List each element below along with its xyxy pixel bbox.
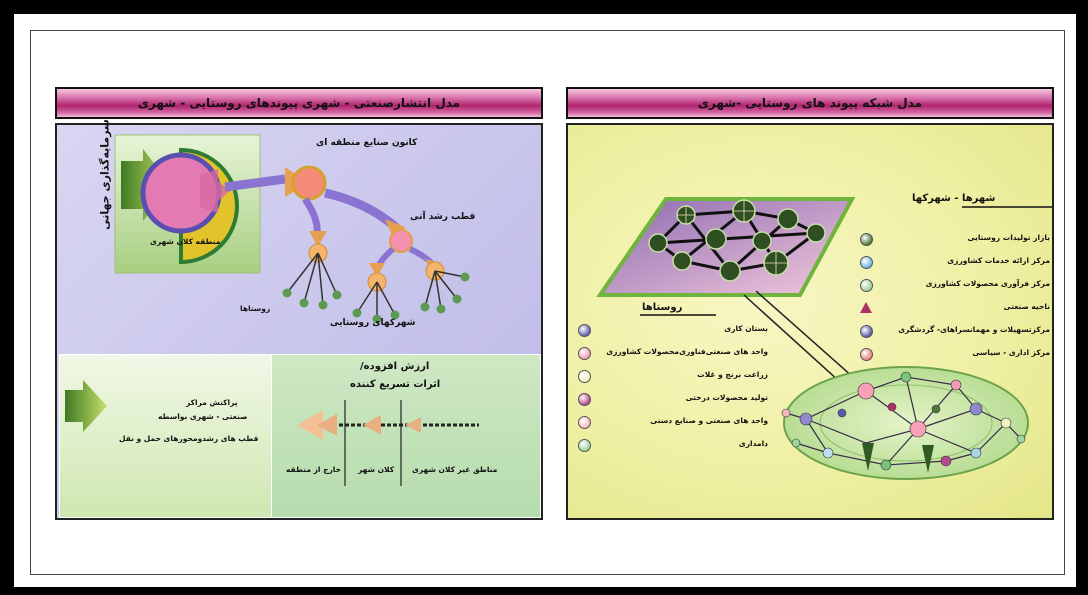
value-arrow-icon <box>297 410 323 440</box>
hub-node <box>857 382 875 400</box>
legend-line-2: صنعتی - شهری بواسطه <box>158 412 248 421</box>
circle-marker-icon <box>578 347 591 360</box>
rural-towns-label: شهرکهای روستایی <box>330 318 416 328</box>
legend-item-label: زراعت برنج و غلات <box>697 370 768 379</box>
village-node <box>282 288 292 298</box>
legend-item: دامداری <box>578 439 768 453</box>
legend-item: مرکز ارائه خدمات کشاورزی <box>860 256 1050 270</box>
lower-diagram <box>65 380 479 486</box>
circle-marker-icon <box>578 370 591 383</box>
villages-heading: روستاها <box>642 302 683 313</box>
regional-hub-node <box>291 165 327 201</box>
villages-disk <box>783 366 1029 480</box>
circle-marker-icon <box>578 393 591 406</box>
legend-item: تولید محصولات درختی <box>578 393 768 407</box>
legend-line-1: پراکنش مراکز <box>186 398 238 407</box>
legend-item: واحد های صنعتی و صنایع دستی <box>578 416 768 430</box>
villages-label: روستاها <box>240 304 271 313</box>
circle-marker-icon <box>860 348 873 361</box>
right-panel-title: مدل شبکه پیوند های روستایی -شهری <box>566 87 1054 119</box>
circle-marker-icon <box>860 325 873 338</box>
circle-marker-icon <box>578 416 591 429</box>
legend-item: بستان کاری <box>578 324 768 338</box>
legend-item: مرکز اداری - سیاسی <box>860 348 1050 362</box>
legend-item: بازار تولیدات روستایی <box>860 233 1050 247</box>
legend-item: زراعت برنج و غلات <box>578 370 768 384</box>
network-diagram <box>596 197 1052 480</box>
legend-line-3: قطب های رشدومحورهای حمل و نقل <box>119 434 259 443</box>
investment-label: سرمایه‌گذاری جهانی <box>98 119 112 230</box>
main-flow-arrow <box>224 174 286 192</box>
accelerating-effects-label: اثرات تسریع کننده <box>350 379 441 390</box>
zone-metro-label: کلان شهر <box>358 465 395 474</box>
legend-item-label: مرکز ارائه خدمات کشاورزی <box>947 256 1050 265</box>
left-panel-title: مدل انتشارصنعتی - شهری پیوندهای روستایی … <box>55 87 543 119</box>
circle-marker-icon <box>578 324 591 337</box>
connector-tube <box>743 290 863 392</box>
triangle-marker-icon <box>860 302 872 313</box>
regional-hub-label: کانون صنایع منطقه ای <box>316 138 418 148</box>
legend-item: مرکز فرآوری محصولات کشاورزی <box>860 279 1050 293</box>
legend-item-label: مرکز فرآوری محصولات کشاورزی <box>925 279 1050 288</box>
legend-item: واحد های صنعتی‌فناوری‌محصولات کشاورزی <box>578 347 768 361</box>
legend-item-label: ناحیه صنعتی <box>1003 302 1050 311</box>
legend-item-label: مرکزتسهیلات و مهمانسراهای- گردشگری <box>898 325 1050 334</box>
legend-item-label: واحد های صنعتی و صنایع دستی <box>650 416 768 425</box>
metro-area-label: منطقه کلان شهری <box>150 237 221 246</box>
circle-marker-icon <box>860 256 873 269</box>
legend-box <box>59 354 273 518</box>
circle-marker-icon <box>578 439 591 452</box>
legend-item: ناحیه صنعتی <box>860 302 1050 316</box>
growth-pole-node <box>389 229 413 253</box>
circle-marker-icon <box>860 233 873 246</box>
towns-heading: شهرها - شهرکها <box>912 193 996 204</box>
legend-item-label: تولید محصولات درختی <box>685 393 768 402</box>
legend-item-label: بازار تولیدات روستایی <box>967 233 1050 242</box>
legend-item-label: واحد های صنعتی‌فناوری‌محصولات کشاورزی <box>606 347 768 356</box>
legend-item-label: دامداری <box>738 439 768 448</box>
zone-non-metro-label: مناطق غیر کلان شهری <box>412 465 498 474</box>
legend-item: مرکزتسهیلات و مهمانسراهای- گردشگری <box>860 325 1050 339</box>
circle-marker-icon <box>860 279 873 292</box>
value-added-box <box>271 354 541 518</box>
value-added-label: ارزش افزوده/ <box>360 361 430 372</box>
legend-arrow-icon <box>65 380 107 432</box>
zone-outside-label: خارج از منطقه <box>286 465 342 474</box>
growth-pole-label: قطب رشد آتی <box>410 212 476 222</box>
legend-item-label: مرکز اداری - سیاسی <box>972 348 1050 357</box>
legend-item-label: بستان کاری <box>724 324 768 333</box>
left-diagram <box>114 134 470 324</box>
